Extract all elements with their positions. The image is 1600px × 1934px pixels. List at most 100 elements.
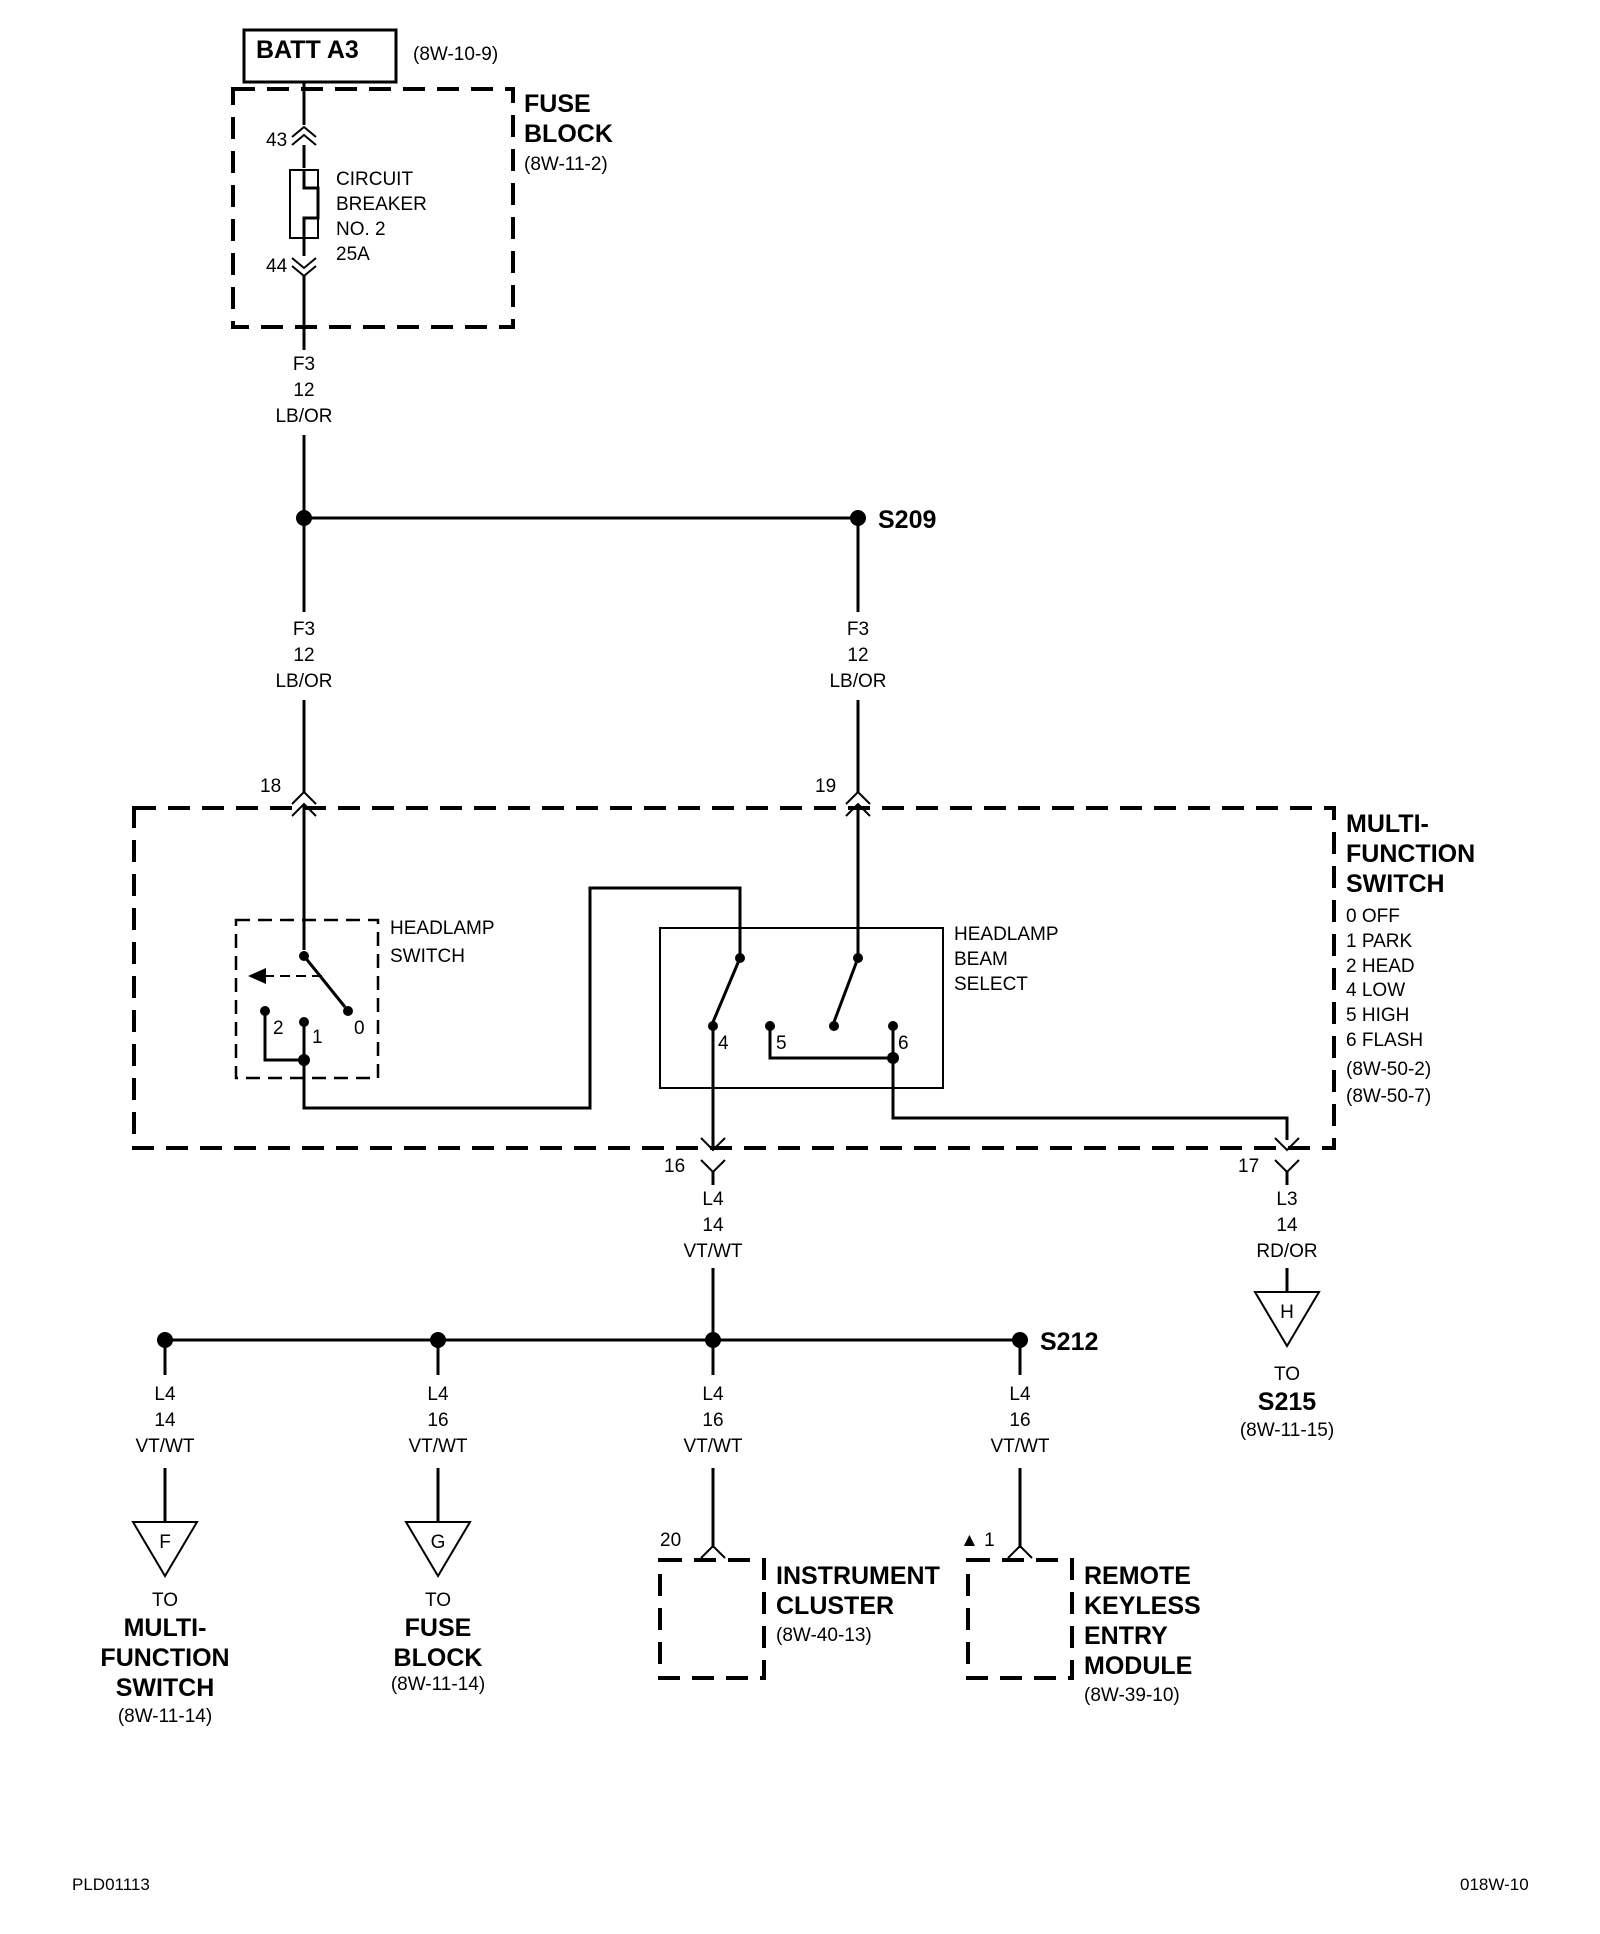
connector-f-dest-2: FUNCTION <box>100 1644 229 1672</box>
mfs-title-3: SWITCH <box>1346 870 1445 898</box>
rke-title-2: KEYLESS <box>1084 1592 1201 1620</box>
mfs-title-2: FUNCTION <box>1346 840 1475 868</box>
bs-pos-5: 5 <box>776 1033 787 1054</box>
mfs-title-1: MULTI- <box>1346 810 1429 838</box>
wire-l4-circuit: L4 <box>702 1189 724 1210</box>
branch-2-circuit: L4 <box>427 1384 449 1405</box>
branch-4-color: VT/WT <box>990 1436 1049 1457</box>
wire-right-circuit: F3 <box>847 619 869 640</box>
rke-ref: (8W-39-10) <box>1084 1685 1180 1706</box>
splice-dot-left <box>296 510 312 526</box>
batt-ref: (8W-10-9) <box>413 44 498 65</box>
cluster-title-2: CLUSTER <box>776 1592 894 1620</box>
cluster-pin: 20 <box>660 1530 681 1551</box>
cluster-title-1: INSTRUMENT <box>776 1562 940 1590</box>
branch-wire-2: L4 16 VT/WT <box>408 1340 468 1522</box>
pin-16: 16 <box>664 1156 685 1177</box>
beam-select-label-1: HEADLAMP <box>954 924 1059 945</box>
mfs-ref-1: (8W-50-2) <box>1346 1059 1431 1080</box>
wire-l3-gauge: 14 <box>1276 1215 1298 1236</box>
branch-3-circuit: L4 <box>702 1384 724 1405</box>
splice-s212-label: S212 <box>1040 1328 1098 1356</box>
headlamp-switch-label-1: HEADLAMP <box>390 918 495 939</box>
hs-pos-0: 0 <box>354 1018 365 1039</box>
connector-f-to: TO <box>152 1590 178 1611</box>
connector-f-dest-1: MULTI- <box>124 1614 207 1642</box>
breaker-label-1: CIRCUIT <box>336 169 413 190</box>
circuit-breaker-symbol <box>289 169 320 239</box>
fuse-block-title-2: BLOCK <box>524 120 613 148</box>
branch-1-circuit: L4 <box>154 1384 176 1405</box>
connector-g-letter: G <box>431 1532 446 1553</box>
rke-title-3: ENTRY <box>1084 1622 1168 1650</box>
wire-top-color: LB/OR <box>275 406 332 427</box>
wire-l3-circuit: L3 <box>1276 1189 1297 1210</box>
beam-select-label-2: BEAM <box>954 949 1008 970</box>
bs-pos-6: 6 <box>898 1033 909 1054</box>
breaker-label-4: 25A <box>336 244 370 265</box>
remote-keyless-entry-module: ▲ 1 REMOTE KEYLESS ENTRY MODULE (8W-39-1… <box>960 1530 1201 1706</box>
wire-right-color: LB/OR <box>829 671 886 692</box>
connector-f-ref: (8W-11-14) <box>118 1706 212 1727</box>
connector-g-dest-2: BLOCK <box>394 1644 483 1672</box>
cluster-ref: (8W-40-13) <box>776 1625 872 1646</box>
connector-g-dest-1: FUSE <box>405 1614 472 1642</box>
wire-right-gauge: 12 <box>847 645 868 666</box>
breaker-label-3: NO. 2 <box>336 219 386 240</box>
wire-left-color: LB/OR <box>275 671 332 692</box>
connector-h: H <box>1253 1291 1321 1348</box>
wire-l3-color: RD/OR <box>1256 1241 1317 1262</box>
headlamp-switch-label-2: SWITCH <box>390 946 465 967</box>
branch-wire-1: L4 14 VT/WT <box>135 1340 195 1522</box>
connector-h-ref: (8W-11-15) <box>1240 1420 1334 1441</box>
pin-17: 17 <box>1238 1156 1259 1177</box>
hs-pos-2: 2 <box>273 1018 284 1039</box>
branch-2-gauge: 16 <box>427 1410 448 1431</box>
branch-2-color: VT/WT <box>408 1436 467 1457</box>
multi-function-switch: MULTI- FUNCTION SWITCH 0 OFF 1 PARK 2 HE… <box>132 776 1475 1177</box>
branch-1-gauge: 14 <box>154 1410 176 1431</box>
branch-4-circuit: L4 <box>1009 1384 1031 1405</box>
wire-left-circuit: F3 <box>293 619 315 640</box>
batt-a3-block: BATT A3 (8W-10-9) <box>242 28 498 84</box>
splice-s209-label: S209 <box>878 506 936 534</box>
rke-title-4: MODULE <box>1084 1652 1192 1680</box>
pin-43: 43 <box>266 130 287 151</box>
wire-top-gauge: 12 <box>293 380 314 401</box>
bs-pos-4: 4 <box>718 1033 729 1054</box>
wire-top-circuit: F3 <box>293 354 315 375</box>
connector-h-letter: H <box>1280 1302 1294 1323</box>
branch-wire-4: L4 16 VT/WT <box>990 1340 1050 1548</box>
instrument-cluster: 20 INSTRUMENT CLUSTER (8W-40-13) <box>658 1530 940 1680</box>
mfs-mode-1: 1 PARK <box>1346 931 1413 952</box>
batt-label: BATT A3 <box>256 36 359 64</box>
mfs-ref-2: (8W-50-7) <box>1346 1086 1431 1107</box>
breaker-label-2: BREAKER <box>336 194 427 215</box>
connector-g-ref: (8W-11-14) <box>391 1674 485 1695</box>
mfs-mode-2: 2 HEAD <box>1346 956 1415 977</box>
pin-19: 19 <box>815 776 836 797</box>
connector-g: G <box>404 1521 472 1578</box>
mfs-mode-0: 0 OFF <box>1346 906 1400 927</box>
hs-pos-1: 1 <box>312 1027 323 1048</box>
connector-h-to: TO <box>1274 1364 1300 1385</box>
rke-title-1: REMOTE <box>1084 1562 1191 1590</box>
footer-left-code: PLD01113 <box>72 1875 150 1894</box>
wire-l4-color: VT/WT <box>683 1241 742 1262</box>
connector-f: F <box>131 1521 199 1578</box>
pin-18: 18 <box>260 776 281 797</box>
pin-44: 44 <box>266 256 288 277</box>
branch-3-gauge: 16 <box>702 1410 723 1431</box>
fuse-block: FUSE BLOCK (8W-11-2) 43 CIRCUIT BREAKER … <box>231 82 613 329</box>
branch-1-color: VT/WT <box>135 1436 194 1457</box>
fuse-block-title-1: FUSE <box>524 90 591 118</box>
mfs-mode-4: 5 HIGH <box>1346 1005 1409 1026</box>
mfs-mode-3: 4 LOW <box>1346 980 1405 1001</box>
beam-select-label-3: SELECT <box>954 974 1028 995</box>
wire-l4-gauge: 14 <box>702 1215 724 1236</box>
branch-wire-3: L4 16 VT/WT <box>683 1340 743 1548</box>
connector-h-dest: S215 <box>1258 1388 1316 1416</box>
branch-3-color: VT/WT <box>683 1436 742 1457</box>
connector-g-to: TO <box>425 1590 451 1611</box>
